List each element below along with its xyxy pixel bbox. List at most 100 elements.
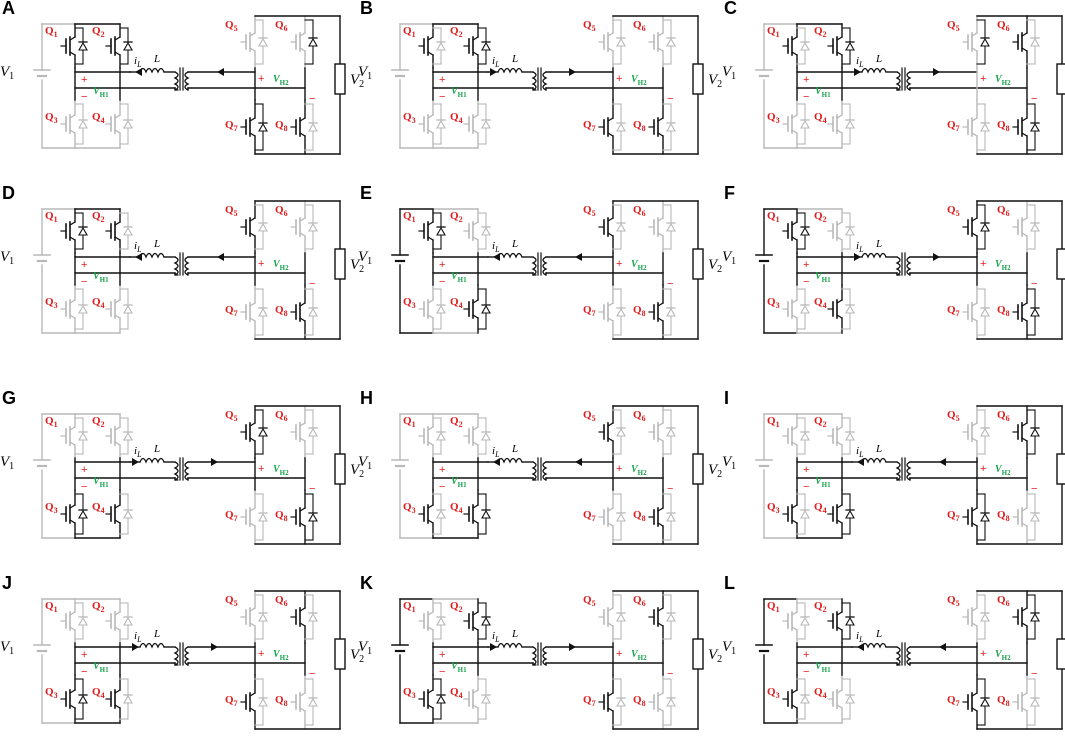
diode-triangle: [980, 122, 990, 132]
diode-triangle: [666, 307, 676, 317]
panel-c: CV1Q1Q2Q3Q4iLLQ5Q6Q7Q8V2VH1VH2+−+−: [722, 0, 1065, 155]
switch-collector: [299, 692, 306, 697]
switch-collector: [607, 692, 614, 697]
switch-label-q5-main: Q: [225, 19, 234, 31]
switch-collector: [657, 422, 664, 427]
switch-label-q3-main: Q: [767, 296, 776, 308]
panel-letter: A: [2, 0, 15, 18]
switch-label-q1-sub: 1: [776, 30, 780, 39]
switch-label-q6: Q6: [997, 409, 1010, 423]
switch-label-q4-main: Q: [814, 686, 823, 698]
switch-q1: [418, 208, 446, 254]
switch-label-q2-sub: 2: [459, 215, 463, 224]
vh2-label-main: V: [995, 259, 1003, 270]
diode-triangle: [308, 697, 318, 707]
vh2-label: VH2: [995, 649, 1011, 662]
switch-label-q1: Q1: [767, 600, 780, 614]
switch-label-q3-main: Q: [403, 111, 412, 123]
panel-letter: J: [2, 573, 12, 593]
switch-collector: [114, 36, 121, 41]
vh1-label: VH1: [815, 271, 831, 284]
switch-label-q7: Q7: [947, 694, 960, 708]
switch-label-q1-main: Q: [45, 210, 54, 222]
current-label-sub: L: [494, 60, 500, 69]
switch-label-q5-sub: 5: [592, 24, 596, 33]
vh1-label-main: V: [93, 86, 101, 97]
switch-label-q4-main: Q: [92, 686, 101, 698]
diode-triangle: [123, 119, 133, 129]
transformer-primary: [173, 71, 179, 91]
switch-q3: [418, 284, 446, 334]
switch-label-q8-sub: 8: [284, 309, 288, 318]
switch-label-q2-main: Q: [814, 415, 823, 427]
switch-q4: [827, 674, 855, 724]
switch-q2: [105, 413, 133, 459]
switch-q1: [782, 598, 810, 644]
vh1-label: VH1: [451, 271, 467, 284]
current-label-main: i: [856, 630, 859, 642]
current-label-sub: L: [136, 635, 142, 644]
switch-collector: [249, 607, 256, 612]
diode-triangle: [481, 431, 491, 441]
switch-label-q4-main: Q: [814, 111, 823, 123]
switch-q8: [1012, 284, 1040, 340]
switch-label-q1-main: Q: [767, 415, 776, 427]
switch-emitter: [249, 622, 256, 627]
load-resistor: [692, 453, 704, 485]
source-label-main: V: [722, 639, 733, 655]
switch-label-q1: Q1: [403, 210, 416, 224]
switch-collector: [1021, 302, 1028, 307]
switch-q3: [782, 489, 810, 539]
diode-triangle: [1030, 37, 1040, 47]
switch-collector: [971, 607, 978, 612]
current-arrow-secondary: [939, 458, 946, 466]
diode-triangle: [666, 612, 676, 622]
vh1-plus: +: [439, 649, 445, 661]
vh2-label: VH2: [273, 74, 289, 87]
switch-label-q8: Q8: [997, 119, 1010, 133]
switch-label-q4: Q4: [814, 296, 827, 310]
switch-emitter: [114, 236, 121, 241]
vh2-label: VH2: [273, 464, 289, 477]
switch-label-q7-main: Q: [225, 694, 234, 706]
load-label-sub: 2: [717, 264, 722, 275]
switch-label-q1-main: Q: [767, 600, 776, 612]
vh2-minus: −: [309, 278, 315, 290]
switch-q2: [105, 208, 133, 254]
switch-label-q3: Q3: [403, 686, 416, 700]
switch-emitter: [69, 704, 76, 709]
switch-collector: [427, 426, 434, 431]
diode-triangle: [258, 612, 268, 622]
diode-triangle: [258, 222, 268, 232]
current-label-main: i: [134, 55, 137, 67]
diode-triangle: [845, 41, 855, 51]
switch-collector: [607, 117, 614, 122]
diode-triangle: [980, 222, 990, 232]
switch-label-q2-main: Q: [814, 25, 823, 37]
switch-collector: [299, 607, 306, 612]
diode-triangle: [1030, 697, 1040, 707]
vh1-minus: −: [439, 481, 445, 493]
vh1-label-sub: H1: [100, 481, 109, 489]
switch-label-q6-main: Q: [275, 594, 284, 606]
transformer-secondary: [906, 461, 912, 481]
diode-triangle: [78, 119, 88, 129]
switch-collector: [791, 689, 798, 694]
switch-q6: [648, 590, 676, 644]
transformer-secondary: [906, 646, 912, 666]
switch-label-q5-main: Q: [583, 594, 592, 606]
source-label-main: V: [722, 454, 733, 470]
inductor-label: L: [511, 53, 518, 65]
vh1-label-main: V: [93, 661, 101, 672]
diode-triangle: [845, 509, 855, 519]
switch-collector: [836, 689, 843, 694]
switch-label-q2-sub: 2: [101, 420, 105, 429]
current-label-main: i: [856, 240, 859, 252]
switch-label-q2: Q2: [450, 415, 463, 429]
switch-label-q6: Q6: [633, 594, 646, 608]
load-resistor: [334, 453, 346, 485]
switch-collector: [607, 32, 614, 37]
switch-label-q6: Q6: [997, 19, 1010, 33]
inductor-label: L: [153, 628, 160, 640]
